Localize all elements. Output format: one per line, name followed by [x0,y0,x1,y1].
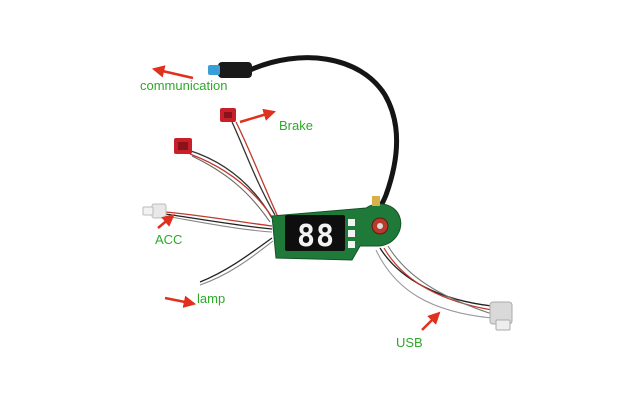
arrow-acc [157,213,175,229]
lamp-wire-2 [199,240,274,286]
usb-connector [489,301,513,331]
lamp-wire-1 [199,237,273,283]
pcb-board: 88 [271,196,402,261]
brake-wire-1 [231,121,276,216]
lcd-panel [285,215,345,251]
brake-wire-5 [191,155,271,223]
brake-connector-2 [174,138,192,154]
brake-wire-4 [189,153,275,221]
label-usb: USB [396,335,423,350]
communication-connector [208,62,252,78]
arrow-communication [151,65,194,80]
brake-wire-2 [235,121,279,218]
label-communication: communication [140,78,228,93]
arrow-brake [239,108,276,124]
arrow-lamp [164,295,197,308]
arrow-usb [421,311,441,331]
communication-cable [247,55,400,221]
acc-wire-3 [164,215,273,233]
brake-connector-1 [220,108,236,122]
acc-connector [142,203,167,219]
usb-wire-1 [379,247,493,307]
usb-wire-3 [387,245,493,315]
usb-wire-2 [383,247,493,311]
label-brake: Brake [279,118,313,133]
label-lamp: lamp [197,291,226,306]
label-acc: ACC [155,232,183,247]
acc-wire-2 [164,213,273,230]
acc-wire-1 [164,211,273,227]
usb-wire-4 [375,249,493,319]
display-digits: 88 [297,219,335,254]
